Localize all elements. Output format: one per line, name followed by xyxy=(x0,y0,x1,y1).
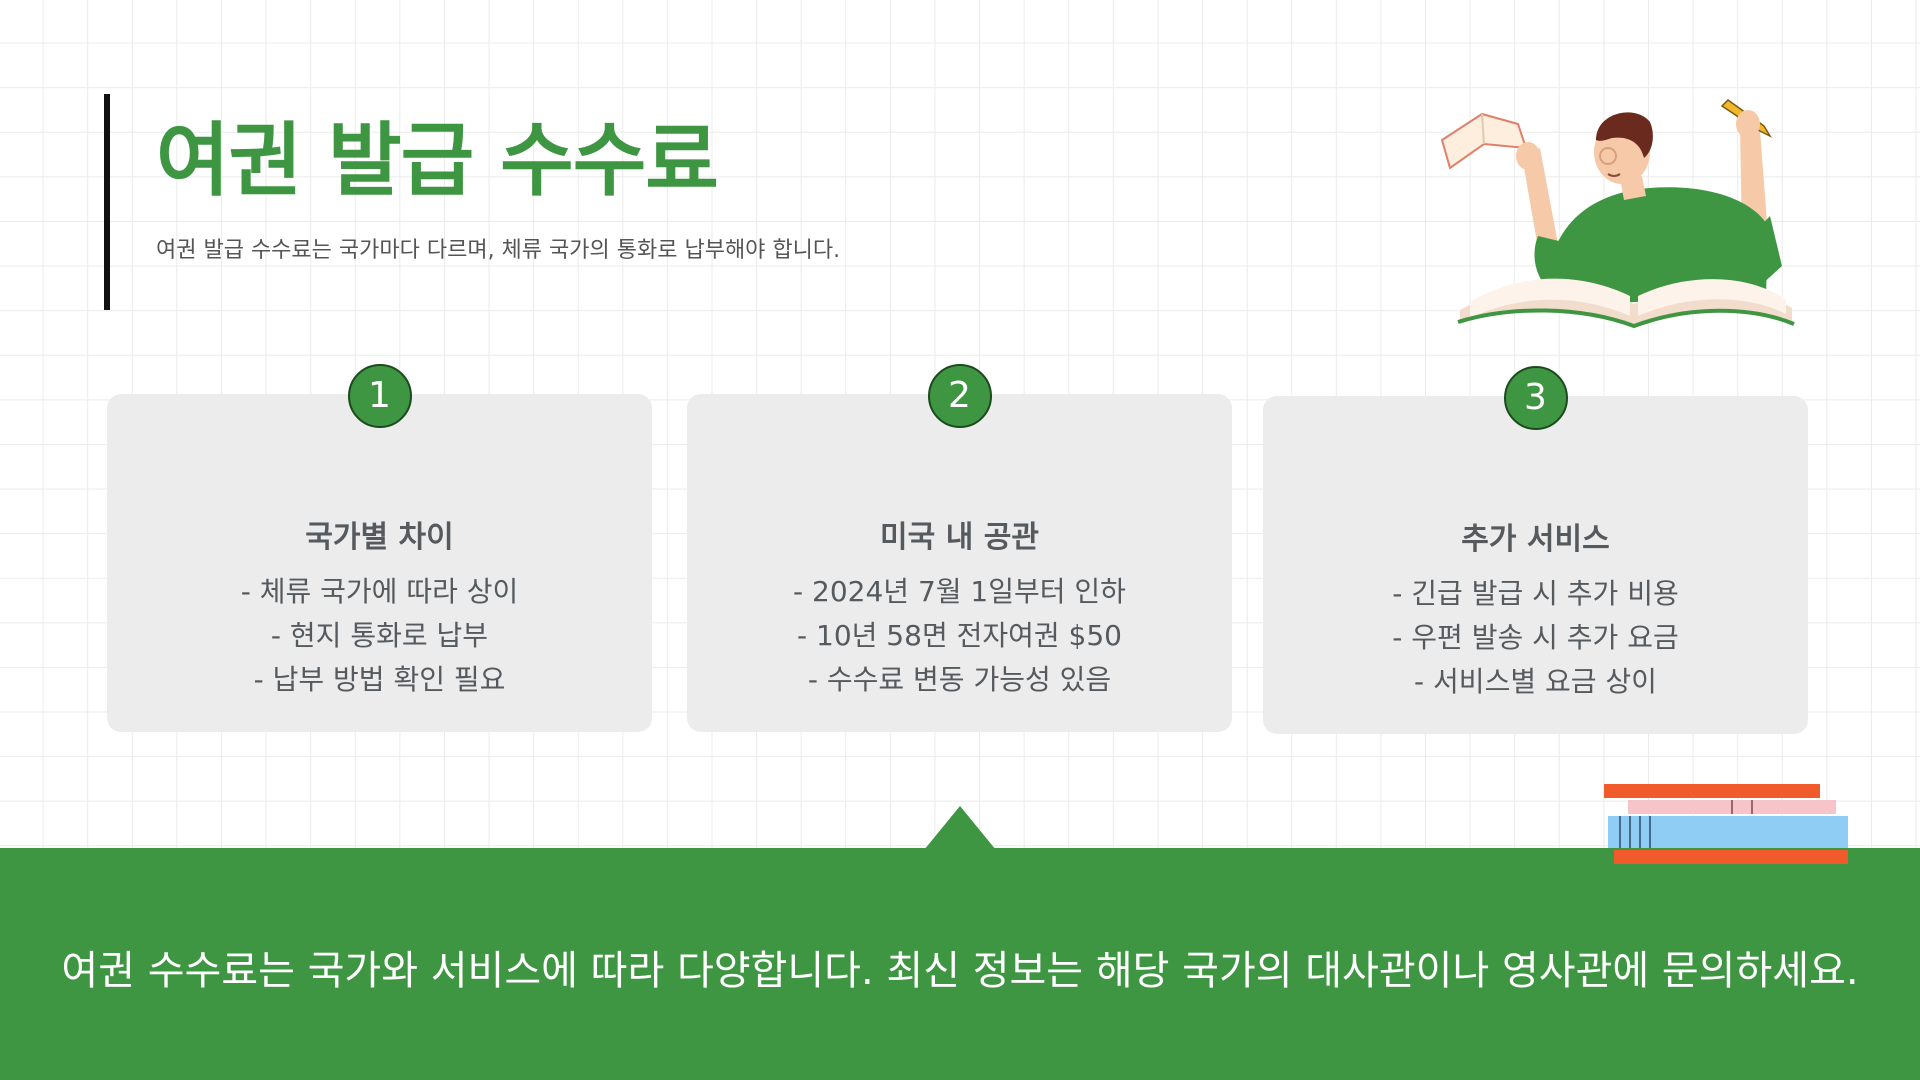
step-number-badge: 3 xyxy=(1503,366,1568,430)
footer-banner: 여권 수수료는 국가와 서비스에 따라 다양합니다. 최신 정보는 해당 국가의… xyxy=(0,848,1920,1080)
step-number-badge: 2 xyxy=(927,364,992,428)
card-line: - 현지 통화로 납부 xyxy=(270,619,489,652)
card-line: - 2024년 7월 1일부터 인하 xyxy=(793,575,1126,608)
card-title: 추가 서비스 xyxy=(1461,522,1610,557)
fee-card-extra-services: 3 추가 서비스 - 긴급 발급 시 추가 비용 - 우편 발송 시 추가 요금… xyxy=(1263,366,1808,734)
card-line-list: - 긴급 발급 시 추가 비용 - 우편 발송 시 추가 요금 - 서비스별 요… xyxy=(1263,572,1808,704)
card-line: - 10년 58면 전자여권 $50 xyxy=(797,619,1122,652)
page-title: 여권 발급 수수료 xyxy=(156,114,719,207)
page-subtitle: 여권 발급 수수료는 국가마다 다르며, 체류 국가의 통화로 납부해야 합니다… xyxy=(156,238,841,263)
card-line: - 긴급 발급 시 추가 비용 xyxy=(1392,577,1679,610)
card-line: - 수수료 변동 가능성 있음 xyxy=(807,663,1112,696)
footer-pointer-triangle xyxy=(924,806,996,850)
card-title: 국가별 차이 xyxy=(305,520,454,555)
title-accent-bar xyxy=(104,94,110,310)
footer-text: 여권 수수료는 국가와 서비스에 따라 다양합니다. 최신 정보는 해당 국가의… xyxy=(61,948,1859,994)
stacked-books-illustration xyxy=(1604,784,1848,864)
card-line: - 우편 발송 시 추가 요금 xyxy=(1392,621,1679,654)
card-line-list: - 체류 국가에 따라 상이 - 현지 통화로 납부 - 납부 방법 확인 필요 xyxy=(107,570,652,702)
card-title: 미국 내 공관 xyxy=(880,520,1039,555)
person-reading-illustration xyxy=(1440,99,1795,329)
fee-card-country-difference: 1 국가별 차이 - 체류 국가에 따라 상이 - 현지 통화로 납부 - 납부… xyxy=(107,364,652,732)
step-number-badge: 1 xyxy=(347,364,412,428)
card-line: - 서비스별 요금 상이 xyxy=(1414,665,1657,698)
card-line: - 납부 방법 확인 필요 xyxy=(253,663,506,696)
fee-card-us-consulate: 2 미국 내 공관 - 2024년 7월 1일부터 인하 - 10년 58면 전… xyxy=(687,364,1232,732)
card-line: - 체류 국가에 따라 상이 xyxy=(240,575,519,608)
card-line-list: - 2024년 7월 1일부터 인하 - 10년 58면 전자여권 $50 - … xyxy=(687,570,1232,702)
